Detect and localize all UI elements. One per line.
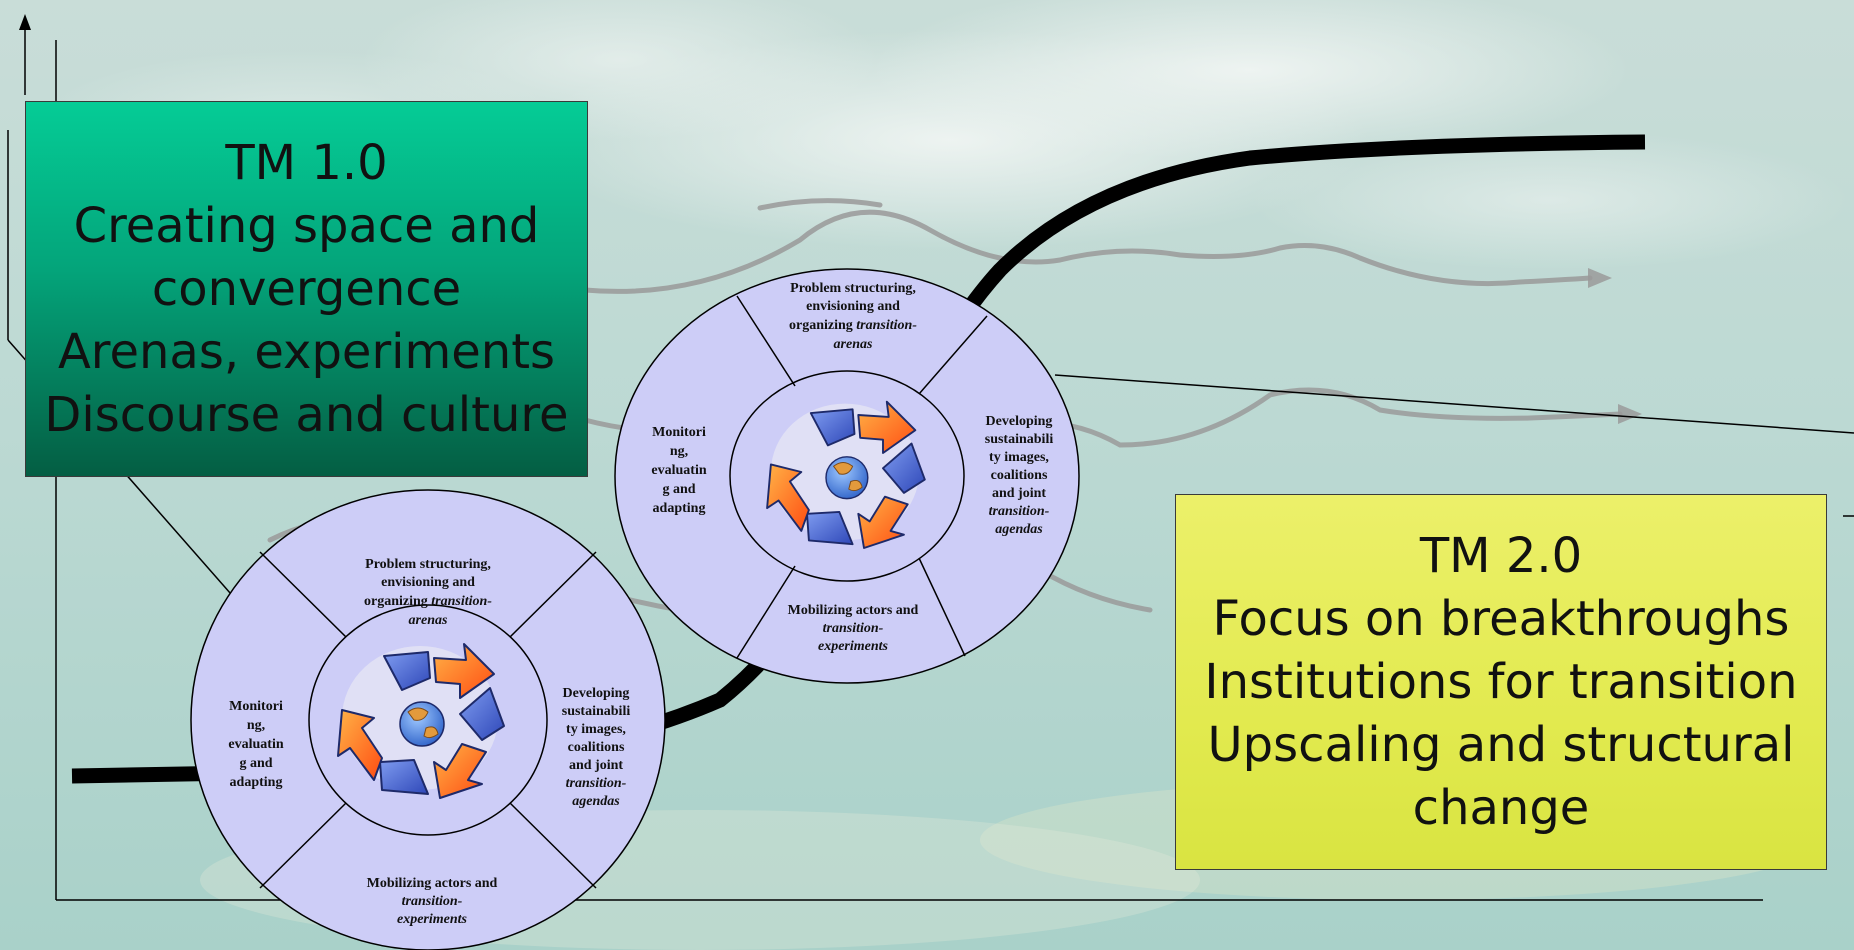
svg-text:transition-: transition-	[402, 894, 463, 909]
y-axis-arrow-icon	[19, 14, 31, 30]
cycle-right-label: Developing	[986, 414, 1053, 429]
svg-text:and joint: and joint	[992, 486, 1046, 501]
arrow-heads	[1588, 268, 1642, 424]
tm2-line: Focus on breakthroughs	[1212, 590, 1790, 647]
tm2-line: Upscaling and structural	[1207, 716, 1795, 773]
cycle-bottom-label: Mobilizing actors and	[367, 876, 498, 891]
tm2-title: TM 2.0	[1419, 527, 1583, 584]
cycle-bottom-label: Mobilizing actors and	[788, 603, 919, 618]
svg-text:organizing transition-: organizing transition-	[789, 318, 917, 333]
svg-text:organizing transition-: organizing transition-	[364, 594, 492, 609]
svg-text:adapting: adapting	[230, 775, 283, 790]
tm1-line: convergence	[151, 260, 462, 317]
cycle-top-label: Problem structuring,	[790, 281, 916, 296]
svg-text:arenas: arenas	[409, 613, 448, 628]
svg-text:ty images,: ty images,	[989, 450, 1049, 465]
tm1-line: Discourse and culture	[44, 386, 569, 443]
tm1-box: TM 1.0 Creating space and convergence Ar…	[25, 101, 588, 477]
svg-text:agendas: agendas	[572, 794, 620, 809]
tm1-line: Arenas, experiments	[57, 323, 556, 380]
tm2-line: change	[1412, 779, 1590, 836]
svg-text:sustainabili: sustainabili	[985, 432, 1054, 447]
cycle-diagram-upper: Problem structuring, envisioning and org…	[614, 268, 1080, 684]
svg-text:experiments: experiments	[397, 912, 468, 927]
svg-text:ng,: ng,	[247, 718, 265, 733]
svg-text:coalitions: coalitions	[568, 740, 625, 755]
cycle-right-label: Developing	[563, 686, 630, 701]
svg-text:envisioning and: envisioning and	[381, 575, 475, 590]
tm1-line: Creating space and	[73, 197, 540, 254]
svg-text:ty images,: ty images,	[566, 722, 626, 737]
svg-text:and joint: and joint	[569, 758, 623, 773]
svg-text:arenas: arenas	[834, 337, 873, 352]
tm1-title: TM 1.0	[225, 134, 388, 191]
svg-text:g and: g and	[662, 482, 695, 497]
svg-text:evaluatin: evaluatin	[651, 463, 706, 478]
tm2-box: TM 2.0 Focus on breakthroughs Institutio…	[1175, 494, 1827, 870]
cycle-left-label: Monitori	[229, 699, 283, 714]
svg-text:envisioning and: envisioning and	[806, 299, 900, 314]
arrow-head-icon	[1618, 404, 1642, 424]
tm2-line: Institutions for transition	[1204, 653, 1798, 710]
svg-text:adapting: adapting	[653, 501, 706, 516]
svg-text:transition-: transition-	[989, 504, 1050, 519]
svg-text:transition-: transition-	[566, 776, 627, 791]
cycle-left-label: Monitori	[652, 425, 706, 440]
svg-text:transition-: transition-	[823, 621, 884, 636]
svg-text:g and: g and	[239, 756, 272, 771]
svg-text:coalitions: coalitions	[991, 468, 1048, 483]
svg-text:evaluatin: evaluatin	[228, 737, 283, 752]
cycle-top-label: Problem structuring,	[365, 557, 491, 572]
svg-text:ng,: ng,	[670, 444, 688, 459]
cycle-diagram-lower: Problem structuring, envisioning and org…	[190, 489, 666, 950]
svg-text:sustainabili: sustainabili	[562, 704, 631, 719]
arrow-head-icon	[1588, 268, 1612, 288]
svg-text:agendas: agendas	[995, 522, 1043, 537]
svg-text:experiments: experiments	[818, 639, 889, 654]
